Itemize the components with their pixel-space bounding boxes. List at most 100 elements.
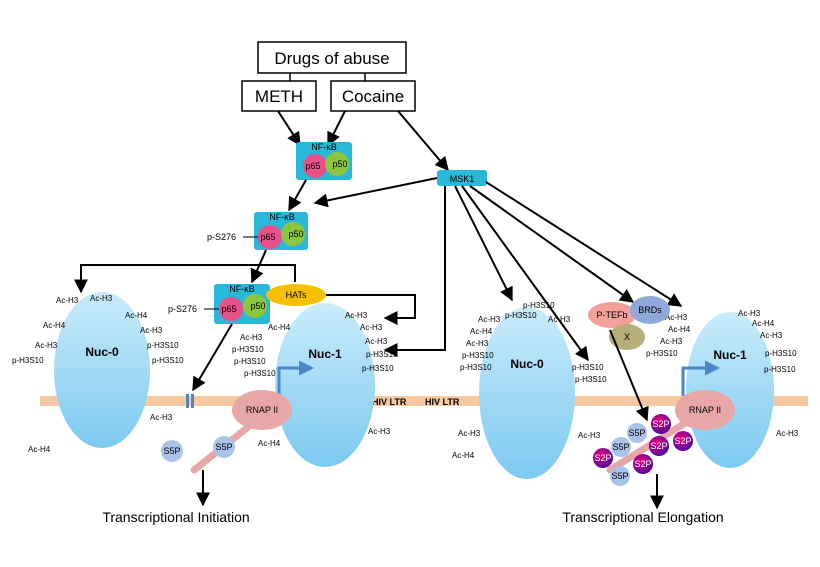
p50-1-label: p50 — [332, 159, 347, 169]
left-s5p-2: S5P — [213, 436, 235, 458]
right-s5p-1-label: S5P — [628, 428, 645, 438]
right-tss-arrow — [681, 360, 720, 396]
p50-2 — [281, 222, 305, 246]
left-s5p-1-label: S5P — [163, 446, 180, 456]
mark-l20: p-H3S10 — [366, 350, 398, 359]
right-s2p-5-label: S2P — [634, 459, 651, 469]
p65-3-label: p65 — [221, 304, 236, 314]
x-factor-oval: X — [609, 324, 645, 350]
hats-to-nuc1-arrow — [326, 294, 416, 325]
p50-3 — [243, 294, 267, 318]
mark-l1: Ac-H3 — [56, 296, 79, 305]
nuc0-left-label: Nuc-0 — [85, 345, 119, 359]
nfkb-complex-1: NF-κB p65 p50 — [296, 142, 352, 180]
mark-r8: Ac-H3 — [548, 315, 571, 324]
nuc1-left-label: Nuc-1 — [308, 347, 342, 361]
mark-r19: Ac-H4 — [752, 319, 775, 328]
drugs-of-abuse-label: Drugs of abuse — [274, 49, 389, 68]
msk1-box: MSK1 — [437, 170, 487, 186]
right-s5p-2: S5P — [611, 437, 631, 457]
meth-to-nfkb-arrow — [277, 110, 301, 147]
mark-r4: p-H3S10 — [462, 351, 494, 360]
mark-r18: Ac-H3 — [738, 309, 761, 318]
p65-3 — [219, 297, 243, 321]
mark-l17: Ac-H3 — [345, 311, 368, 320]
mark-l16: p-H3S10 — [244, 369, 276, 378]
mark-l15: p-H3S10 — [234, 357, 266, 366]
left-rnap-ii: RNAP II — [232, 390, 292, 430]
right-rnap-label: RNAP II — [689, 405, 721, 415]
mark-r17: p-H3S10 — [646, 349, 678, 358]
mark-l18: Ac-H3 — [360, 323, 383, 332]
msk1-to-ptefb-arrow — [469, 185, 635, 303]
nfkb-1-label: NF-κB — [311, 142, 337, 152]
right-s5p-3-label: S5P — [611, 471, 628, 481]
right-s2p-1: S2P — [651, 414, 671, 434]
mark-l11: Ac-H4 — [28, 445, 51, 454]
cocaine-to-msk1-arrow — [397, 110, 449, 172]
mark-l12: Ac-H4 — [268, 323, 291, 332]
nuc0-left: Nuc-0 — [54, 292, 150, 448]
mark-l13: Ac-H3 — [240, 333, 263, 342]
nuc0-right-label: Nuc-0 — [510, 357, 544, 371]
left-tss-arrow — [277, 360, 314, 396]
p50-3-label: p50 — [250, 301, 265, 311]
nuc1-right-label: Nuc-1 — [713, 348, 747, 362]
nuc1-left: Nuc-1 — [275, 303, 375, 467]
mark-r11: Ac-H3 — [578, 431, 601, 440]
meth-box: METH — [241, 80, 317, 112]
mark-r20: Ac-H3 — [760, 331, 783, 340]
right-s2p-1-label: S2P — [652, 419, 669, 429]
hats-oval: HATs — [266, 284, 326, 306]
p-s276-2-label: p-S276 — [207, 232, 236, 242]
nfkb-2-label: NF-κB — [269, 212, 295, 222]
mark-l4: Ac-H3 — [35, 341, 58, 350]
nfkb1-to-nfkb2-arrow — [288, 179, 307, 212]
cocaine-to-nfkb-arrow — [327, 110, 346, 147]
msk1-to-nuc0-right-arrow — [454, 185, 513, 302]
right-s5p-1: S5P — [627, 423, 647, 443]
mark-r1: Ac-H3 — [478, 315, 501, 324]
mark-r13: Ac-H4 — [452, 451, 475, 460]
right-s2p-2-label: S2P — [650, 441, 667, 451]
nfkb-3-label: NF-κB — [229, 284, 255, 294]
x-factor-label: X — [624, 332, 630, 342]
right-s5p-3: S5P — [610, 466, 630, 486]
p65-1-label: p65 — [305, 161, 320, 171]
mark-l7: Ac-H3 — [140, 326, 163, 335]
brds-label: BRDs — [638, 305, 662, 315]
msk1-to-nuc1-left-arrow — [383, 186, 446, 357]
hiv-ltr-right-label: HIV LTR — [425, 397, 460, 407]
right-s2p-2: S2P — [649, 436, 669, 456]
mark-r6: p-H3S10 — [505, 311, 537, 320]
ptefb-to-rnap-arrow — [609, 329, 649, 422]
mark-l9: p-H3S10 — [152, 356, 184, 365]
p50-2-label: p50 — [288, 229, 303, 239]
p65-2 — [258, 225, 282, 249]
dna-strand — [40, 396, 808, 406]
right-s2p-4-label: S2P — [594, 453, 611, 463]
p65-1 — [303, 154, 327, 178]
right-histone-marks: Ac-H3 Ac-H4 Ac-H3 p-H3S10 p-H3S10 p-H3S1… — [452, 301, 799, 460]
drugs-of-abuse-box: Drugs of abuse — [257, 41, 407, 74]
meth-label: METH — [255, 87, 303, 106]
mark-r23: Ac-H3 — [776, 429, 799, 438]
mark-r22: p-H3S10 — [764, 365, 796, 374]
mark-l14: p-H3S10 — [232, 345, 264, 354]
mark-l5: p-H3S10 — [12, 356, 44, 365]
nfkb-complex-2: NF-κB p65 p50 p-S276 — [207, 212, 308, 250]
mark-r9: p-H3S10 — [572, 363, 604, 372]
nfkb-complex-3: NF-κB p65 p50 p-S276 — [168, 284, 270, 324]
msk1-label: MSK1 — [450, 174, 475, 184]
kb-site-2 — [191, 394, 194, 408]
ptefb-label: P-TEFb — [596, 310, 627, 320]
cocaine-box: Cocaine — [330, 80, 416, 112]
brds-oval: BRDs — [630, 296, 670, 324]
left-histone-marks: Ac-H3 Ac-H3 Ac-H4 Ac-H3 p-H3S10 Ac-H4 Ac… — [12, 294, 398, 454]
mark-l2: Ac-H3 — [90, 294, 113, 303]
caption-initiation: Transcriptional Initiation — [102, 509, 249, 525]
hats-label: HATs — [286, 290, 307, 300]
nfkb3-to-dna-arrow — [192, 323, 233, 392]
left-s5p-1: S5P — [161, 440, 183, 462]
